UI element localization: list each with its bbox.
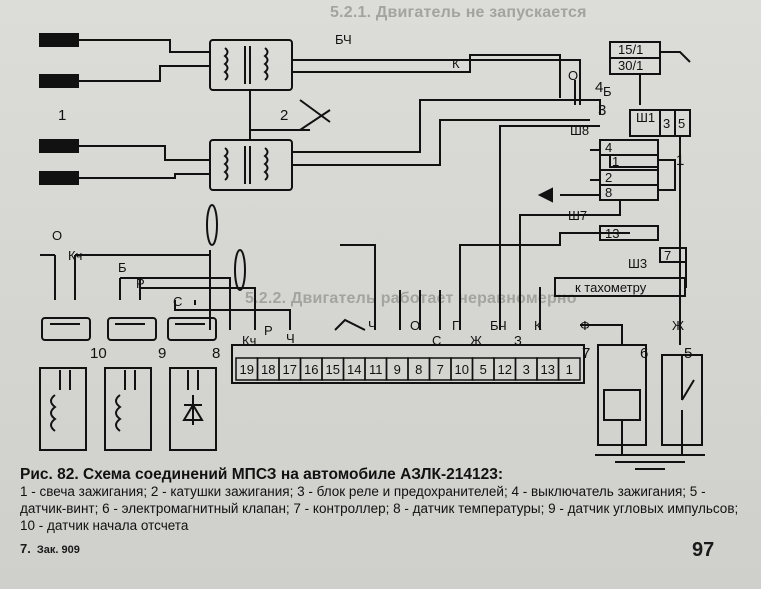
- svg-text:С: С: [173, 294, 182, 309]
- controller-pin-label: 9: [394, 362, 401, 377]
- signature-number: 7.: [20, 541, 31, 556]
- num-1b: 1: [676, 152, 684, 169]
- svg-text:С: С: [432, 333, 441, 348]
- page-number: 97: [692, 539, 715, 561]
- controller-pin-label: 7: [437, 362, 444, 377]
- controller-pin-label: 8: [415, 362, 422, 377]
- controller-pin-label: 10: [455, 362, 469, 377]
- svg-text:О: О: [52, 228, 62, 243]
- num-4: 4: [595, 79, 603, 96]
- svg-text:З: З: [514, 333, 522, 348]
- svg-text:30/1: 30/1: [618, 58, 643, 73]
- relay-pin-labels: 3 5 4 1 2 8 13 7: [605, 116, 685, 263]
- svg-text:БЧ: БЧ: [335, 32, 352, 47]
- sensor-8-body: [169, 367, 217, 451]
- svg-text:О: О: [410, 318, 420, 333]
- controller-pin-label: 12: [498, 362, 512, 377]
- wire-labels: БЧ К Б О О Кч Б Р С Кч Р Ч Ч О С Г БЧ З …: [52, 32, 684, 348]
- svg-text:2: 2: [605, 170, 612, 185]
- controller-box: [231, 344, 585, 384]
- connector-labels: Ш1 Ш8 Ш7 Ш3: [568, 110, 655, 271]
- controller-pin-label: 18: [261, 362, 275, 377]
- svg-text:К: К: [452, 56, 460, 71]
- figure-caption: Рис. 82. Схема соединений МПСЗ на автомо…: [20, 466, 750, 534]
- svg-text:Ш3: Ш3: [628, 256, 647, 271]
- svg-text:О: О: [568, 68, 578, 83]
- controller-pin-label: 16: [304, 362, 318, 377]
- num-6: 6: [640, 345, 648, 362]
- num-5: 5: [684, 345, 692, 362]
- sensor-9-body: [104, 367, 152, 451]
- order-number: Зак. 909: [36, 544, 80, 556]
- svg-text:3: 3: [663, 116, 670, 131]
- svg-text:Ч: Ч: [286, 331, 295, 346]
- num-7: 7: [582, 345, 590, 362]
- svg-text:БЧ: БЧ: [490, 318, 507, 333]
- svg-text:К: К: [534, 318, 542, 333]
- svg-text:Ш8: Ш8: [570, 123, 589, 138]
- caption-title: Рис. 82. Схема соединений МПСЗ на автомо…: [20, 466, 504, 483]
- ignition-switch-labels: 15/1 30/1: [618, 42, 643, 73]
- svg-text:Кч: Кч: [68, 248, 82, 263]
- ignition-coil-bottom: [209, 139, 293, 191]
- svg-text:Ж: Ж: [672, 318, 684, 333]
- footer-left: 7. Зак. 909: [20, 541, 80, 556]
- controller-pin-label: 11: [369, 362, 383, 377]
- controller-pin-label: 13: [541, 362, 555, 377]
- controller-pin-label: 1: [566, 362, 573, 377]
- svg-text:Ф: Ф: [580, 318, 590, 333]
- num-9: 9: [158, 345, 166, 362]
- controller-pin-label: 15: [326, 362, 340, 377]
- spark-plug-connectors: [39, 33, 210, 185]
- controller-pin-cell: [557, 357, 581, 381]
- controller-pin-label: 19: [240, 362, 254, 377]
- component-numbers: 1 2 4 3 1 7 6 5 8 9 10: [58, 79, 692, 362]
- num-8: 8: [212, 345, 220, 362]
- background-heading-1: 5.2.1. Двигатель не запускается: [330, 4, 587, 21]
- svg-text:5: 5: [678, 116, 685, 131]
- svg-text:Кч: Кч: [242, 333, 256, 348]
- ignition-coil-top: [209, 39, 293, 91]
- caption-legend: 1 - свеча зажигания; 2 - катушки зажиган…: [20, 484, 739, 533]
- svg-text:Б: Б: [603, 84, 612, 99]
- controller-pin-label: 5: [480, 362, 487, 377]
- num-10: 10: [90, 345, 107, 362]
- svg-text:Ш1: Ш1: [636, 110, 655, 125]
- svg-text:Р: Р: [136, 276, 145, 291]
- svg-text:Ш7: Ш7: [568, 208, 587, 223]
- controller-pin-label: 3: [523, 362, 530, 377]
- svg-text:Г: Г: [452, 318, 459, 333]
- controller-pin-label: 14: [347, 362, 361, 377]
- background-heading-2: 5.2.2. Двигатель работает неравномерно: [245, 290, 577, 307]
- svg-text:Ч: Ч: [368, 318, 377, 333]
- svg-text:7: 7: [664, 248, 671, 263]
- svg-text:13: 13: [605, 226, 619, 241]
- svg-text:Ж: Ж: [470, 333, 482, 348]
- svg-text:15/1: 15/1: [618, 42, 643, 57]
- svg-text:1: 1: [612, 154, 619, 169]
- num-3: 3: [598, 102, 606, 119]
- svg-text:8: 8: [605, 185, 612, 200]
- svg-text:Р: Р: [264, 323, 273, 338]
- sensor-10-body: [39, 367, 87, 451]
- num-2: 2: [280, 107, 288, 124]
- num-1: 1: [58, 107, 66, 124]
- tachometer-label: к тахометру: [575, 280, 647, 295]
- svg-text:4: 4: [605, 140, 612, 155]
- controller-pin-label: 17: [283, 362, 297, 377]
- svg-text:Б: Б: [118, 260, 127, 275]
